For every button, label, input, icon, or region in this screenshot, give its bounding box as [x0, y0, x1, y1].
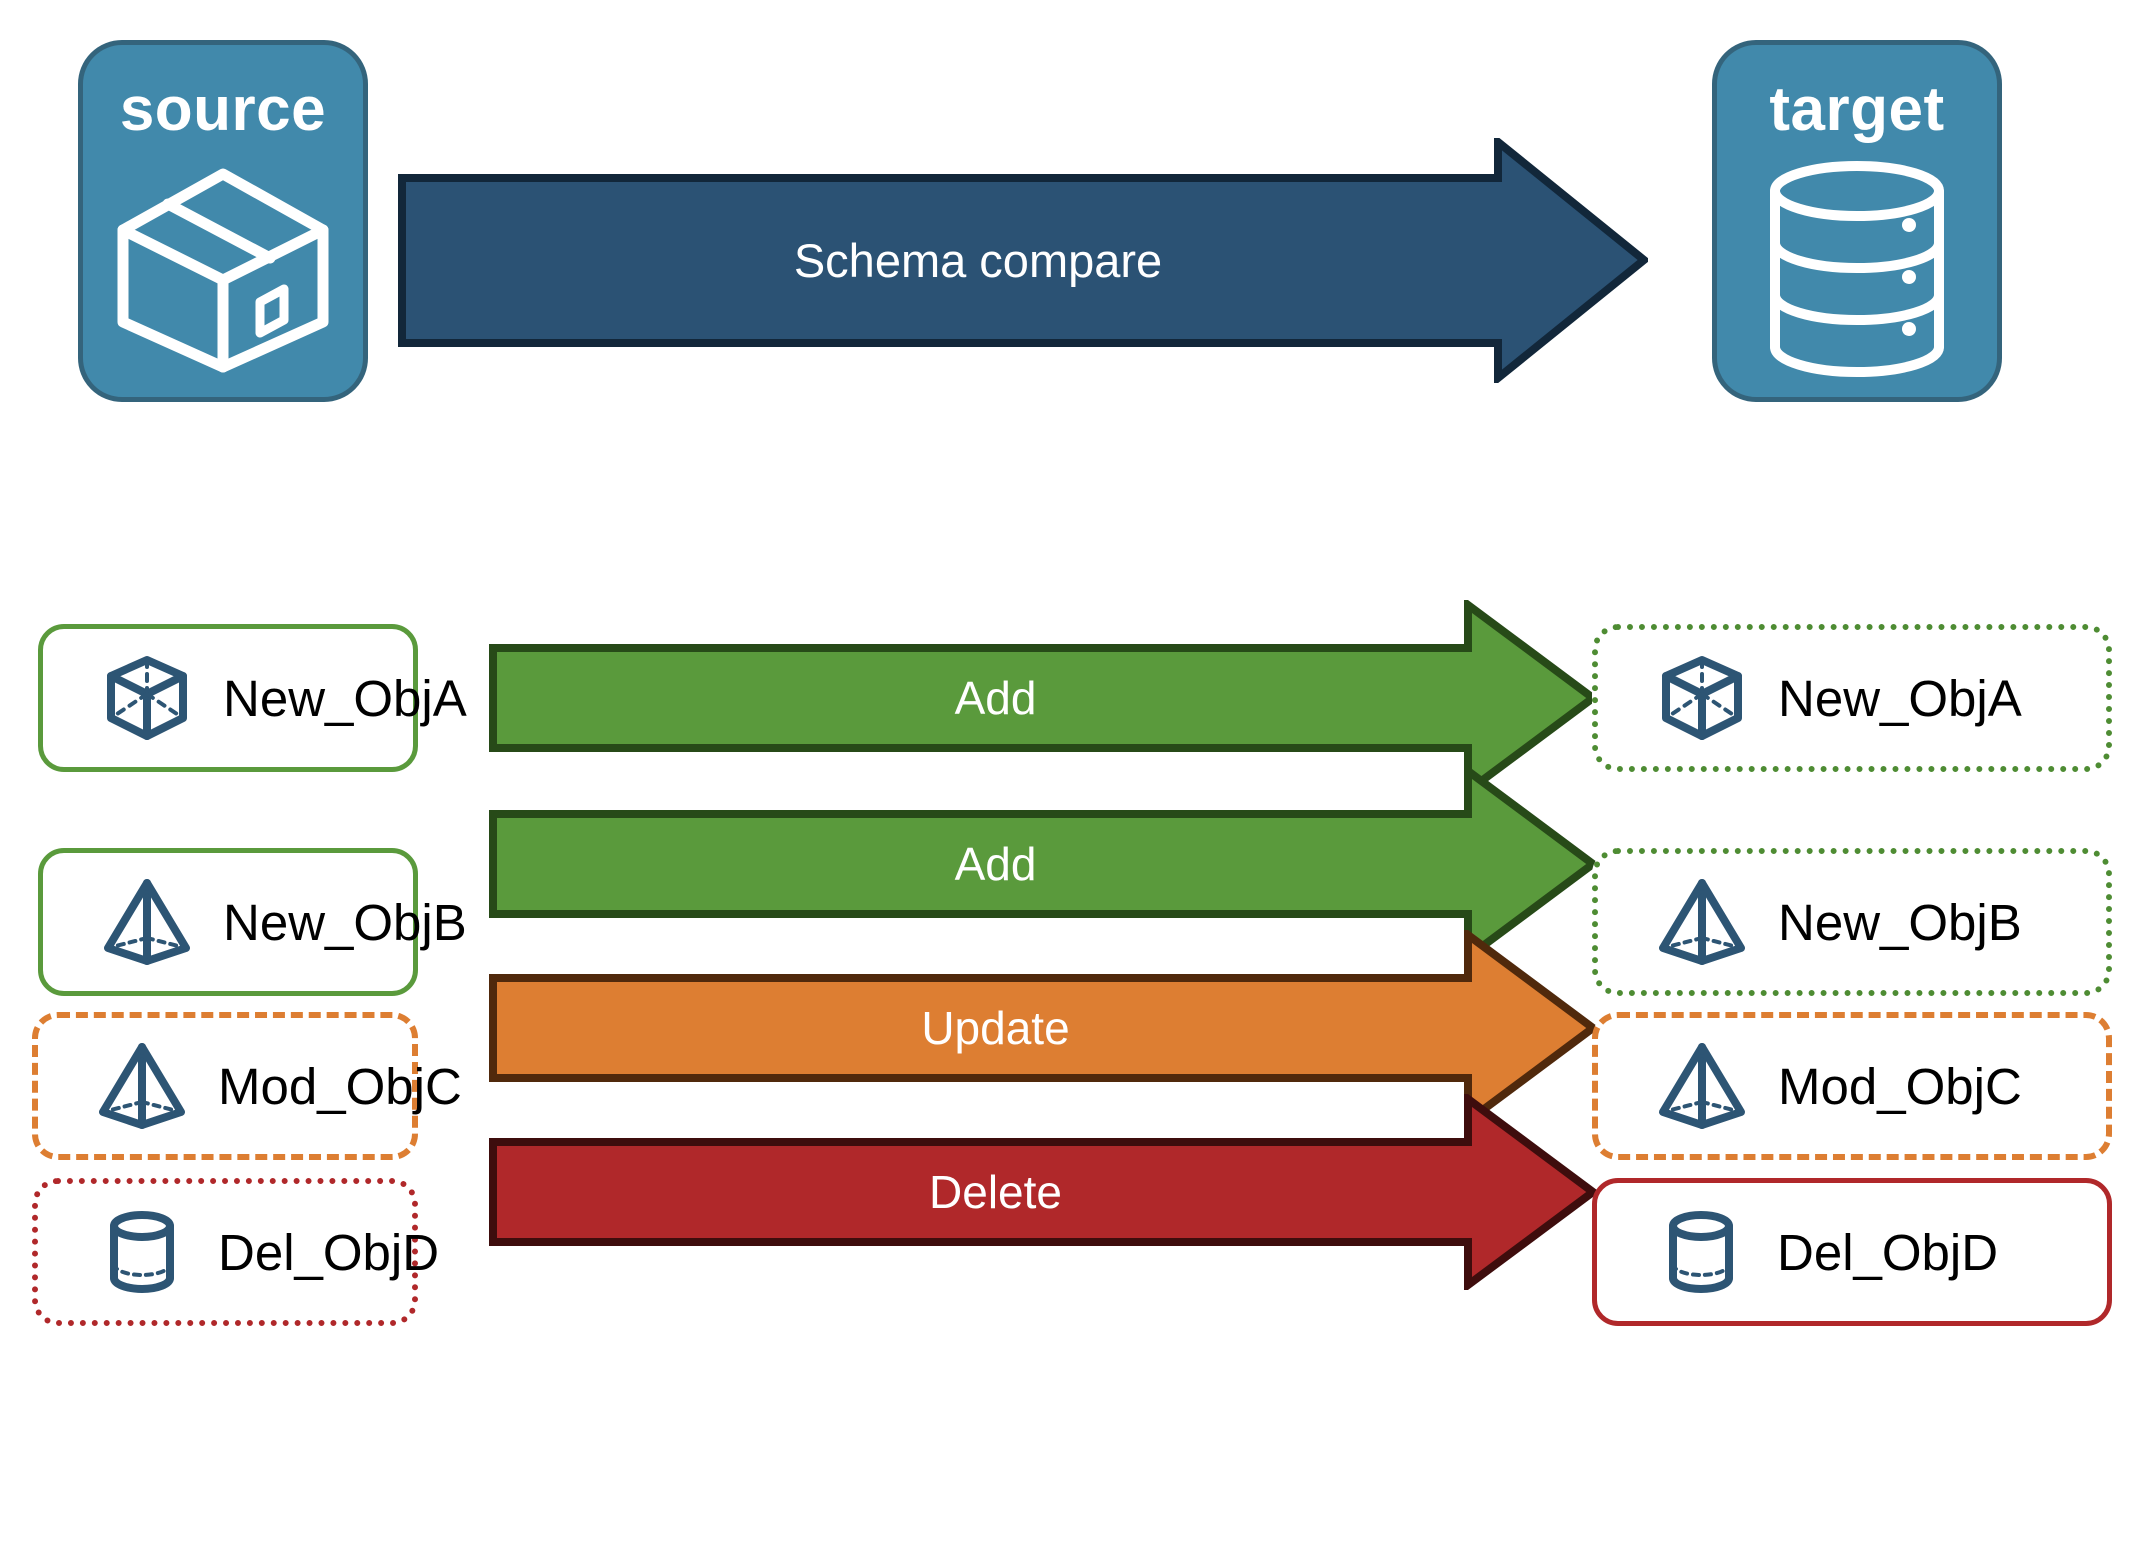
box-3d-icon — [83, 141, 363, 397]
source-object-label: New_ObjB — [223, 893, 467, 951]
source-object-card[interactable]: Del_ObjD — [32, 1178, 439, 1326]
database-cylinder-icon — [1717, 141, 1997, 397]
target-object-label: New_ObjB — [1778, 893, 2022, 951]
source-object-card[interactable]: New_ObjB — [38, 848, 467, 996]
pyramid-icon — [1656, 1040, 1748, 1132]
source-object-card[interactable]: Mod_ObjC — [32, 1012, 462, 1160]
source-object-label: Mod_ObjC — [218, 1057, 462, 1115]
target-object-label: New_ObjA — [1778, 669, 2022, 727]
row-action-arrow: Delete — [488, 1091, 1600, 1293]
source-object-label: Del_ObjD — [218, 1223, 440, 1281]
cylinder-icon — [1655, 1206, 1747, 1298]
cube-icon — [101, 652, 193, 744]
source-object-label: New_ObjA — [223, 669, 467, 727]
target-object-label: Mod_ObjC — [1778, 1057, 2022, 1115]
target-object-card[interactable]: New_ObjB — [1592, 848, 2112, 996]
target-object-label: Del_ObjD — [1777, 1223, 1999, 1281]
source-endpoint: source — [78, 40, 368, 402]
target-object-card[interactable]: Del_ObjD — [1592, 1178, 2112, 1326]
target-endpoint: target — [1712, 40, 2002, 402]
target-object-card[interactable]: Mod_ObjC — [1592, 1012, 2112, 1160]
pyramid-icon — [101, 876, 193, 968]
cube-icon — [1656, 652, 1748, 744]
pyramid-icon — [96, 1040, 188, 1132]
target-object-card[interactable]: New_ObjA — [1592, 624, 2112, 772]
schema-compare-arrow: Schema compare — [398, 133, 1651, 387]
source-title: source — [119, 75, 327, 144]
source-object-card[interactable]: New_ObjA — [38, 624, 467, 772]
cylinder-icon — [96, 1206, 188, 1298]
pyramid-icon — [1656, 876, 1748, 968]
target-title: target — [1769, 75, 1945, 144]
